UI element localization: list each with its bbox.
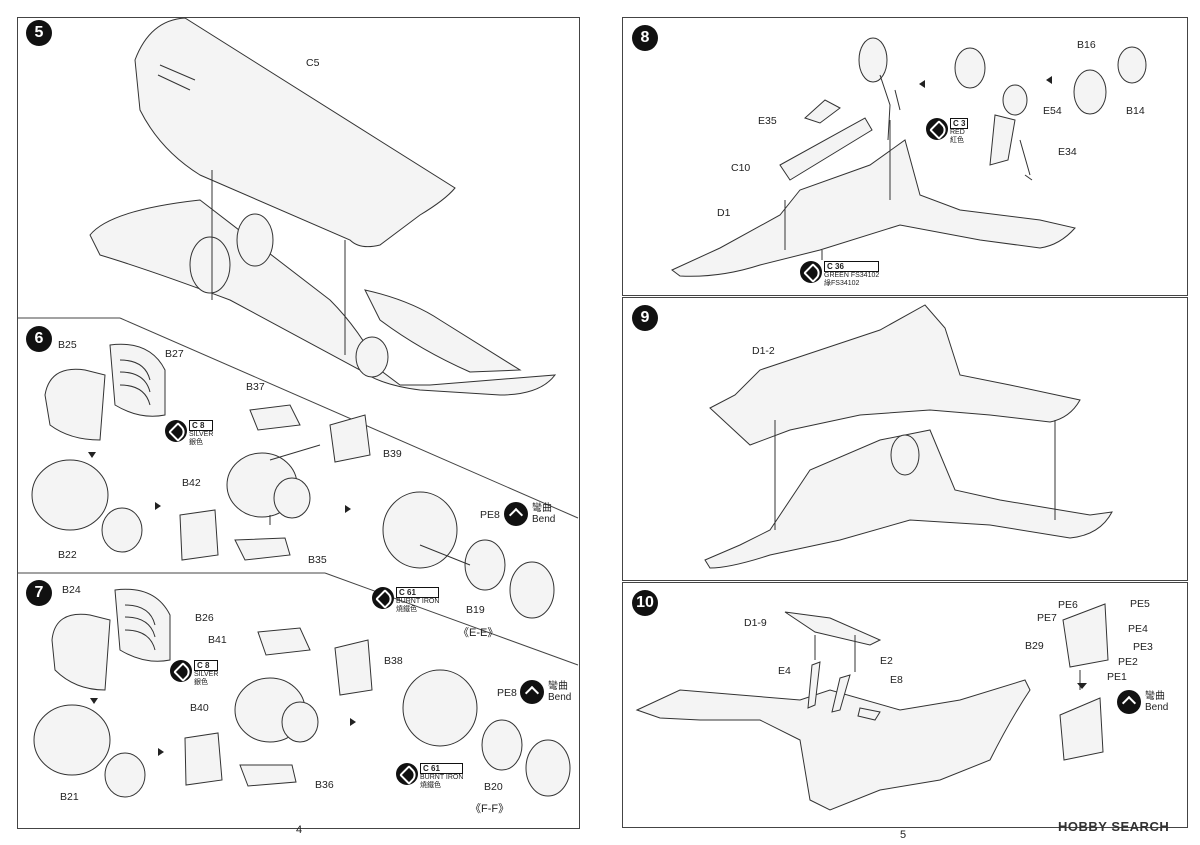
step-5-fuselage-drawing: [89, 17, 557, 396]
label-pe6: PE6: [1058, 599, 1078, 611]
label-b25: B25: [58, 339, 77, 351]
label-b42: B42: [182, 477, 201, 489]
step-9-wing-drawing: [704, 304, 1113, 569]
label-b19: B19: [466, 604, 485, 616]
step-7-exhaust-drawing: [33, 588, 571, 798]
page-number-left: 4: [296, 824, 303, 836]
label-b14: B14: [1126, 105, 1145, 117]
paint-brush-icon: [926, 118, 948, 140]
label-b40: B40: [190, 702, 209, 714]
label-b41: B41: [208, 634, 227, 646]
step-9-number: 9: [632, 305, 658, 331]
label-e54: E54: [1043, 105, 1062, 117]
bend-icon: [504, 502, 528, 526]
label-b37: B37: [246, 381, 265, 393]
paint-brush-icon: [372, 587, 394, 609]
label-c10: C10: [731, 162, 751, 174]
paint-brush-icon: [170, 660, 192, 682]
label-pe2: PE2: [1118, 656, 1138, 668]
label-b22: B22: [58, 549, 77, 561]
bend-icon: [1117, 690, 1141, 714]
label-pe5: PE5: [1130, 598, 1150, 610]
step-6-exhaust-drawing: [31, 343, 555, 619]
label-pe4: PE4: [1128, 623, 1148, 635]
label-b21: B21: [60, 791, 79, 803]
step-8-landing-gear-drawing: [671, 37, 1147, 277]
watermark: HOBBY SEARCH: [1058, 819, 1170, 834]
label-b29: B29: [1025, 640, 1044, 652]
label-d1: D1: [717, 207, 731, 219]
view-label-f-f: 《F-F》: [470, 803, 510, 815]
label-b20: B20: [484, 781, 503, 793]
label-d1-9: D1-9: [744, 617, 767, 629]
step-7-number: 7: [26, 580, 52, 606]
label-b39: B39: [383, 448, 402, 460]
page-number-right: 5: [900, 829, 907, 841]
paint-brush-icon: [165, 420, 187, 442]
step-5-6-divider: [17, 317, 579, 666]
label-e35: E35: [758, 115, 777, 127]
label-e34: E34: [1058, 146, 1077, 158]
label-b38: B38: [384, 655, 403, 667]
paint-brush-icon: [800, 261, 822, 283]
paint-brush-icon: [396, 763, 418, 785]
step-8-number: 8: [632, 25, 658, 51]
label-b36: B36: [315, 779, 334, 791]
label-d1-2: D1-2: [752, 345, 775, 357]
step-6-number: 6: [26, 326, 52, 352]
label-pe3: PE3: [1133, 641, 1153, 653]
label-pe1: PE1: [1107, 671, 1127, 683]
label-b35: B35: [308, 554, 327, 566]
label-e8: E8: [890, 674, 903, 686]
label-e4: E4: [778, 665, 791, 677]
view-label-e-e: 《E-E》: [458, 627, 499, 639]
label-e2: E2: [880, 655, 893, 667]
label-b27: B27: [165, 348, 184, 360]
label-pe8-7: PE8: [497, 687, 517, 699]
label-c5: C5: [306, 57, 320, 69]
step-10-number: 10: [632, 590, 658, 616]
bend-icon: [520, 680, 544, 704]
label-b24: B24: [62, 584, 81, 596]
step-5-number: 5: [26, 20, 52, 46]
label-pe7: PE7: [1037, 612, 1057, 624]
label-b16: B16: [1077, 39, 1096, 51]
label-b26: B26: [195, 612, 214, 624]
label-pe8: PE8: [480, 509, 500, 521]
